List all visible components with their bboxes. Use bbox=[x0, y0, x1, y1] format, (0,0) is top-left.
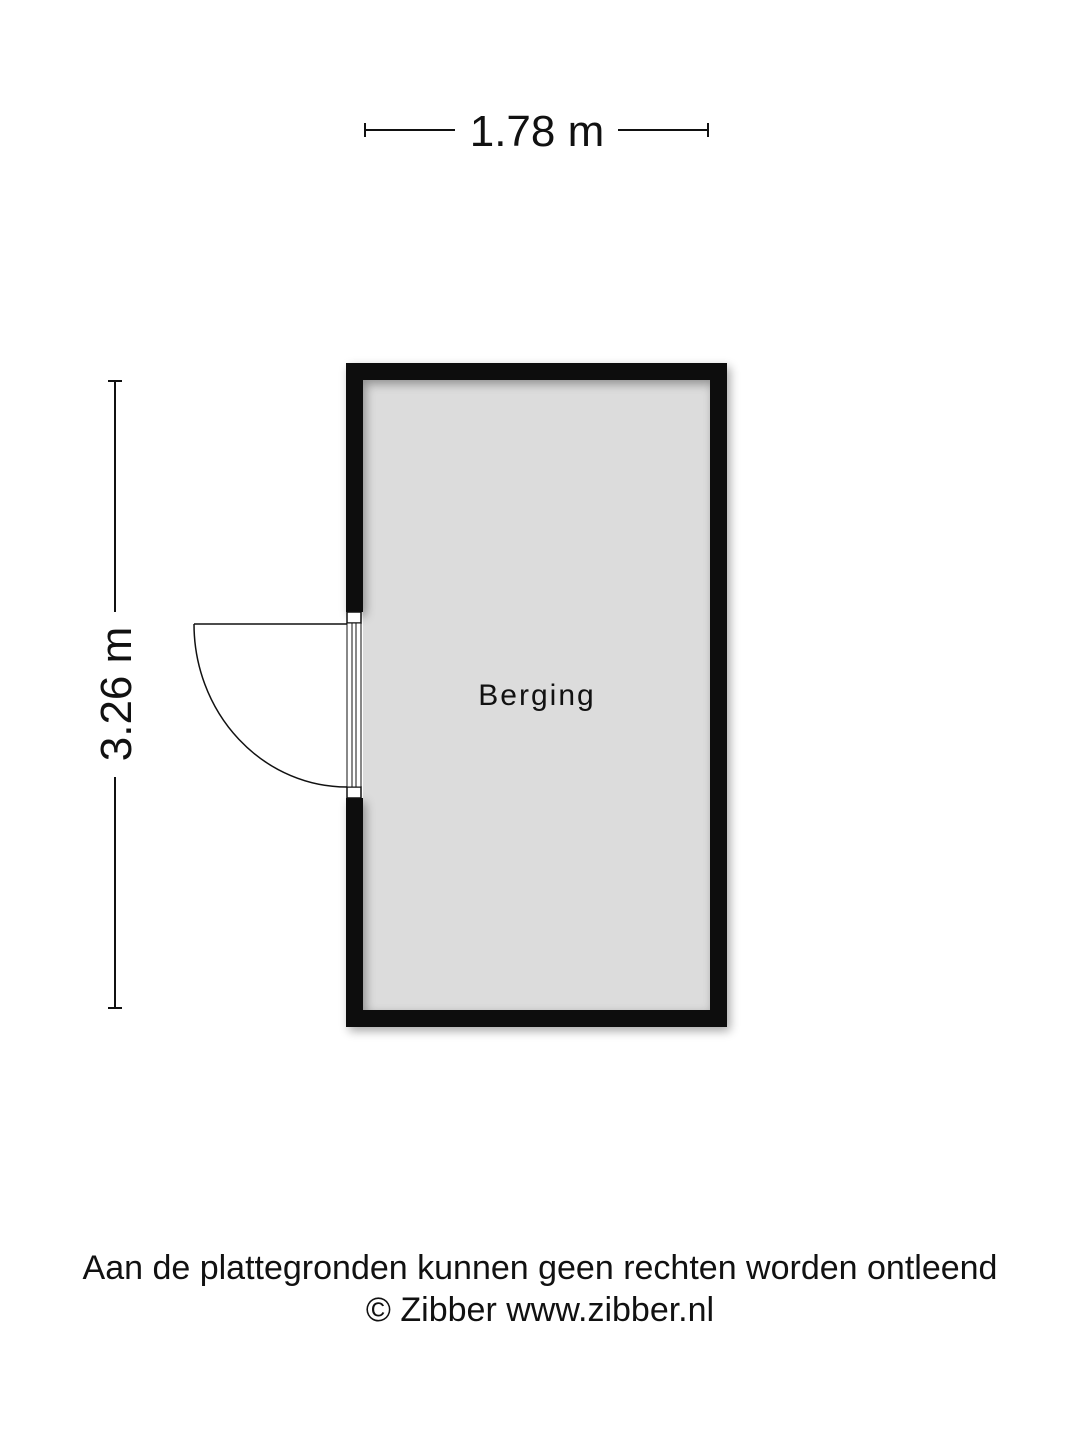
wall-left-upper bbox=[346, 363, 363, 612]
wall-top bbox=[346, 363, 727, 380]
wall-left-lower bbox=[346, 798, 363, 1027]
room-floor bbox=[363, 379, 710, 1010]
walls bbox=[346, 363, 727, 1027]
copyright-text: © Zibber www.zibber.nl bbox=[365, 1291, 715, 1329]
door-jamb-bottom bbox=[346, 786, 362, 799]
width-label: 1.78 m bbox=[470, 107, 605, 156]
room-label: Berging bbox=[478, 679, 595, 712]
height-label: 3.26 m bbox=[92, 627, 141, 762]
disclaimer-text: Aan de plattegronden kunnen geen rechten… bbox=[82, 1249, 998, 1287]
height-dimension: 3.26 m bbox=[92, 380, 141, 1009]
door-frame bbox=[346, 622, 362, 788]
width-dimension: 1.78 m bbox=[364, 107, 709, 156]
door bbox=[193, 611, 362, 799]
wall-right bbox=[710, 363, 727, 1027]
wall-bottom bbox=[346, 1010, 727, 1027]
door-jamb-top bbox=[346, 611, 362, 624]
door-swing-arc bbox=[193, 623, 348, 788]
